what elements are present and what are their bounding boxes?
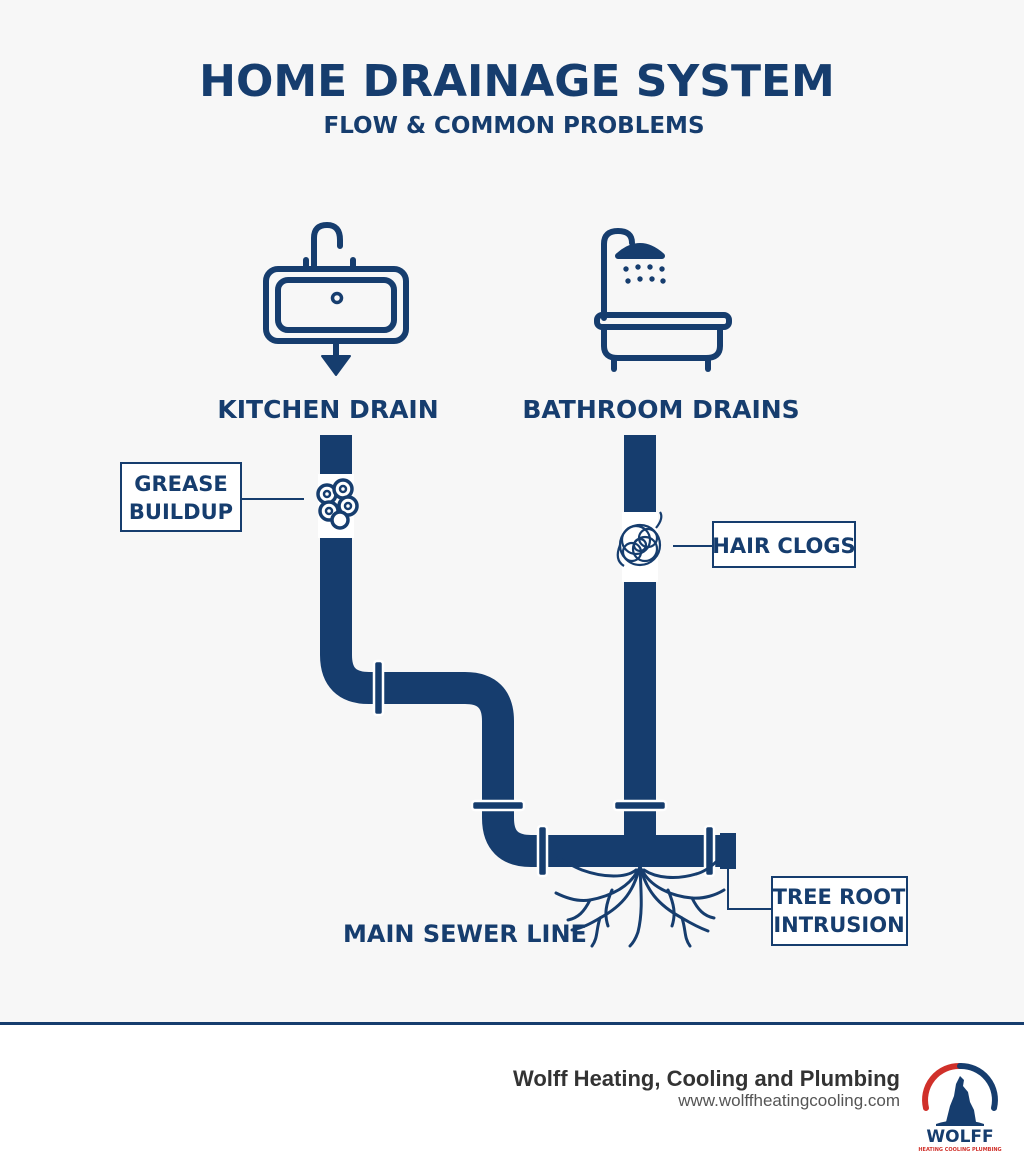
- logo-wordmark: WOLFF: [926, 1127, 993, 1147]
- tree-roots-icon: [554, 856, 726, 948]
- pipe-coupling: [470, 799, 526, 812]
- footer: Wolff Heating, Cooling and Plumbing www.…: [0, 1022, 1024, 1154]
- company-name: Wolff Heating, Cooling and Plumbing: [513, 1066, 900, 1091]
- page-title: HOME DRAINAGE SYSTEM: [199, 56, 835, 107]
- wolff-logo: WOLFF HEATING COOLING PLUMBING: [918, 1062, 1002, 1153]
- drainage-diagram: HOME DRAINAGE SYSTEM FLOW & COMMON PROBL…: [120, 56, 908, 948]
- hair-clogs-box: [712, 521, 856, 568]
- tree-root-intrusion-box: [771, 876, 908, 946]
- sink-icon: [263, 222, 409, 376]
- logo-tagline: HEATING COOLING PLUMBING: [918, 1147, 1001, 1153]
- kitchen-drain-pipe: [320, 435, 724, 867]
- hair-clogs-label: HAIR CLOGS: [712, 534, 855, 558]
- company-url[interactable]: www.wolffheatingcooling.com: [678, 1091, 900, 1110]
- roots-callout-line: [727, 868, 772, 910]
- grease-buildup-box: [120, 462, 242, 532]
- grease-buildup-label-line1: GREASE: [134, 472, 227, 496]
- pipe-coupling: [703, 824, 716, 878]
- wolf-howling-icon: [946, 1076, 976, 1122]
- bathtub-shower-icon: [594, 228, 732, 372]
- pipe-network: [320, 435, 736, 878]
- kitchen-drain-label: KITCHEN DRAIN: [217, 395, 438, 424]
- pipe-coupling: [536, 824, 549, 878]
- bathroom-drains-label: BATHROOM DRAINS: [522, 395, 799, 424]
- tree-root-label-line1: TREE ROOT: [773, 885, 906, 909]
- main-line-end-cap: [720, 833, 736, 869]
- pipe-coupling: [372, 659, 385, 717]
- hair-tangle-icon: [616, 511, 663, 582]
- grease-buildup-label-line2: BUILDUP: [129, 500, 233, 524]
- main-sewer-line-label: MAIN SEWER LINE: [343, 920, 587, 948]
- pipe-coupling: [612, 799, 668, 812]
- footer-divider: [0, 1022, 1024, 1025]
- page-subtitle: FLOW & COMMON PROBLEMS: [323, 113, 704, 139]
- tree-root-label-line2: INTRUSION: [773, 913, 904, 937]
- grease-blob-icon: [316, 474, 359, 538]
